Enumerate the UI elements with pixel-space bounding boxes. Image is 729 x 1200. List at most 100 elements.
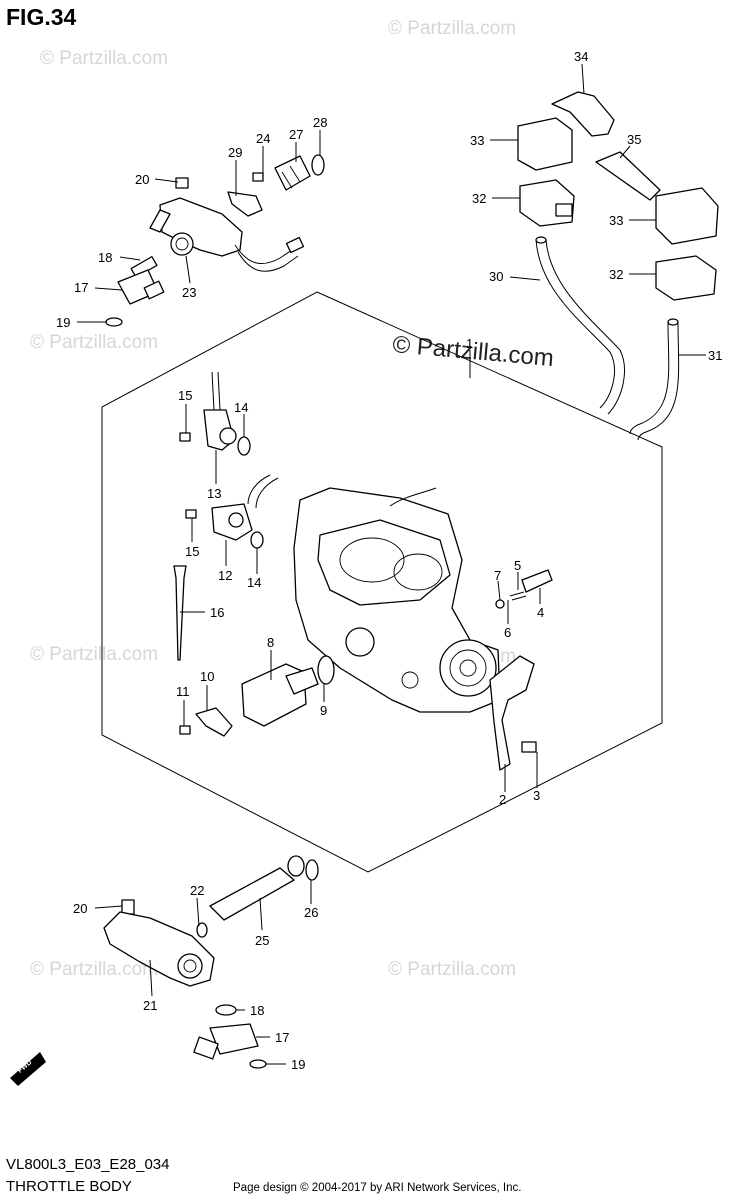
vacuum-hose (389, 487, 437, 507)
callout-21: 21 (143, 998, 157, 1013)
spring-part (509, 591, 525, 597)
callout-10: 10 (200, 669, 214, 684)
connector-hose-group (517, 91, 719, 441)
connector-part (519, 179, 575, 227)
bracket-part (551, 91, 615, 137)
watermark-tile: © Partzilla.com (30, 644, 158, 665)
plate-part (227, 191, 263, 217)
o-ring (311, 154, 325, 176)
callout-16: 16 (210, 605, 224, 620)
o-ring (237, 436, 251, 456)
hose-part (629, 321, 670, 435)
callout-29: 29 (228, 145, 242, 160)
callout-32: 32 (609, 267, 623, 282)
screw-part (179, 725, 191, 735)
connector-part (655, 255, 717, 301)
connector-cover (517, 117, 573, 171)
washer-part (495, 599, 505, 609)
pipe-port (177, 953, 203, 979)
screw-part (185, 509, 197, 519)
callout-1: 1 (466, 336, 473, 351)
callout-14: 14 (234, 400, 248, 415)
injector-part (209, 1023, 259, 1055)
watermark-tile: © Partzilla.com (388, 959, 516, 980)
watermark-tiles: © Partzilla.com © Partzilla.com © Partzi… (30, 18, 516, 980)
callout-20: 20 (135, 172, 149, 187)
assembly-outline (101, 291, 663, 873)
callout-33: 33 (470, 133, 484, 148)
callout-26: 26 (304, 905, 318, 920)
watermark-tile: © Partzilla.com (30, 332, 158, 353)
callout-34: 34 (574, 49, 588, 64)
callout-18: 18 (250, 1003, 264, 1018)
sensor-wire (211, 371, 215, 411)
bracket-part (195, 707, 233, 737)
callout-15: 15 (178, 388, 192, 403)
bracket-part (595, 151, 661, 201)
callout-22: 22 (190, 883, 204, 898)
callout-18: 18 (98, 250, 112, 265)
screw-part (521, 741, 537, 753)
leader-lines (77, 63, 706, 1065)
model-code: VL800L3_E03_E28_034 (6, 1156, 170, 1173)
callout-23: 23 (182, 285, 196, 300)
callout-5: 5 (514, 558, 521, 573)
screw-part (179, 432, 191, 442)
callout-27: 27 (289, 127, 303, 142)
callout-19: 19 (56, 315, 70, 330)
screw-part (521, 569, 553, 593)
callout-12: 12 (218, 568, 232, 583)
pipe-bracket (149, 209, 171, 233)
screw-part (252, 172, 264, 182)
fwd-indicator: FWD (10, 1052, 46, 1086)
throttle-pulley (439, 639, 497, 697)
lower-injector-group (103, 855, 319, 1069)
o-ring (305, 859, 319, 881)
copyright-notice: Page design © 2004-2017 by ARI Network S… (233, 1182, 522, 1194)
bolt-part (175, 177, 189, 189)
callout-15: 15 (185, 544, 199, 559)
callout-19: 19 (291, 1057, 305, 1072)
pipe-port (170, 232, 194, 256)
callout-2: 2 (499, 792, 506, 807)
callout-17: 17 (74, 280, 88, 295)
o-ring (196, 922, 208, 938)
callout-33: 33 (609, 213, 623, 228)
bolt-part (121, 899, 135, 915)
sensor-wire (247, 474, 271, 505)
throttle-body-group (173, 371, 553, 771)
hose-part (535, 239, 616, 409)
cable-tie (173, 565, 187, 661)
callout-4: 4 (537, 605, 544, 620)
callout-7: 7 (494, 568, 501, 583)
fuel-line (234, 244, 296, 265)
callout-3: 3 (533, 788, 540, 803)
watermark-tile: © Partzilla.com (30, 959, 158, 980)
o-ring (317, 655, 335, 685)
callout-13: 13 (207, 486, 221, 501)
callout-9: 9 (320, 703, 327, 718)
callout-6: 6 (504, 625, 511, 640)
throttle-bore-flange (317, 519, 451, 606)
callout-11: 11 (176, 684, 190, 699)
callout-35: 35 (627, 132, 641, 147)
callout-28: 28 (313, 115, 327, 130)
o-ring (105, 317, 123, 327)
o-ring (249, 1059, 267, 1069)
watermark-tile: © Partzilla.com (40, 48, 168, 69)
callout-24: 24 (256, 131, 270, 146)
callout-31: 31 (708, 348, 722, 363)
bracket-part (489, 655, 535, 771)
section-name: THROTTLE BODY (6, 1178, 132, 1195)
seal-part (215, 1004, 237, 1016)
callout-14: 14 (247, 575, 261, 590)
pipe-part (209, 867, 295, 921)
fuel-delivery-pipe-part (159, 197, 243, 257)
callout-labels: 1 2 3 4 5 6 7 8 9 10 11 12 13 14 14 15 1… (56, 49, 722, 1072)
o-ring (250, 531, 264, 549)
watermark-tile: © Partzilla.com (388, 18, 516, 39)
callout-30: 30 (489, 269, 503, 284)
figure-title: FIG.34 (6, 4, 77, 30)
callout-32: 32 (472, 191, 486, 206)
